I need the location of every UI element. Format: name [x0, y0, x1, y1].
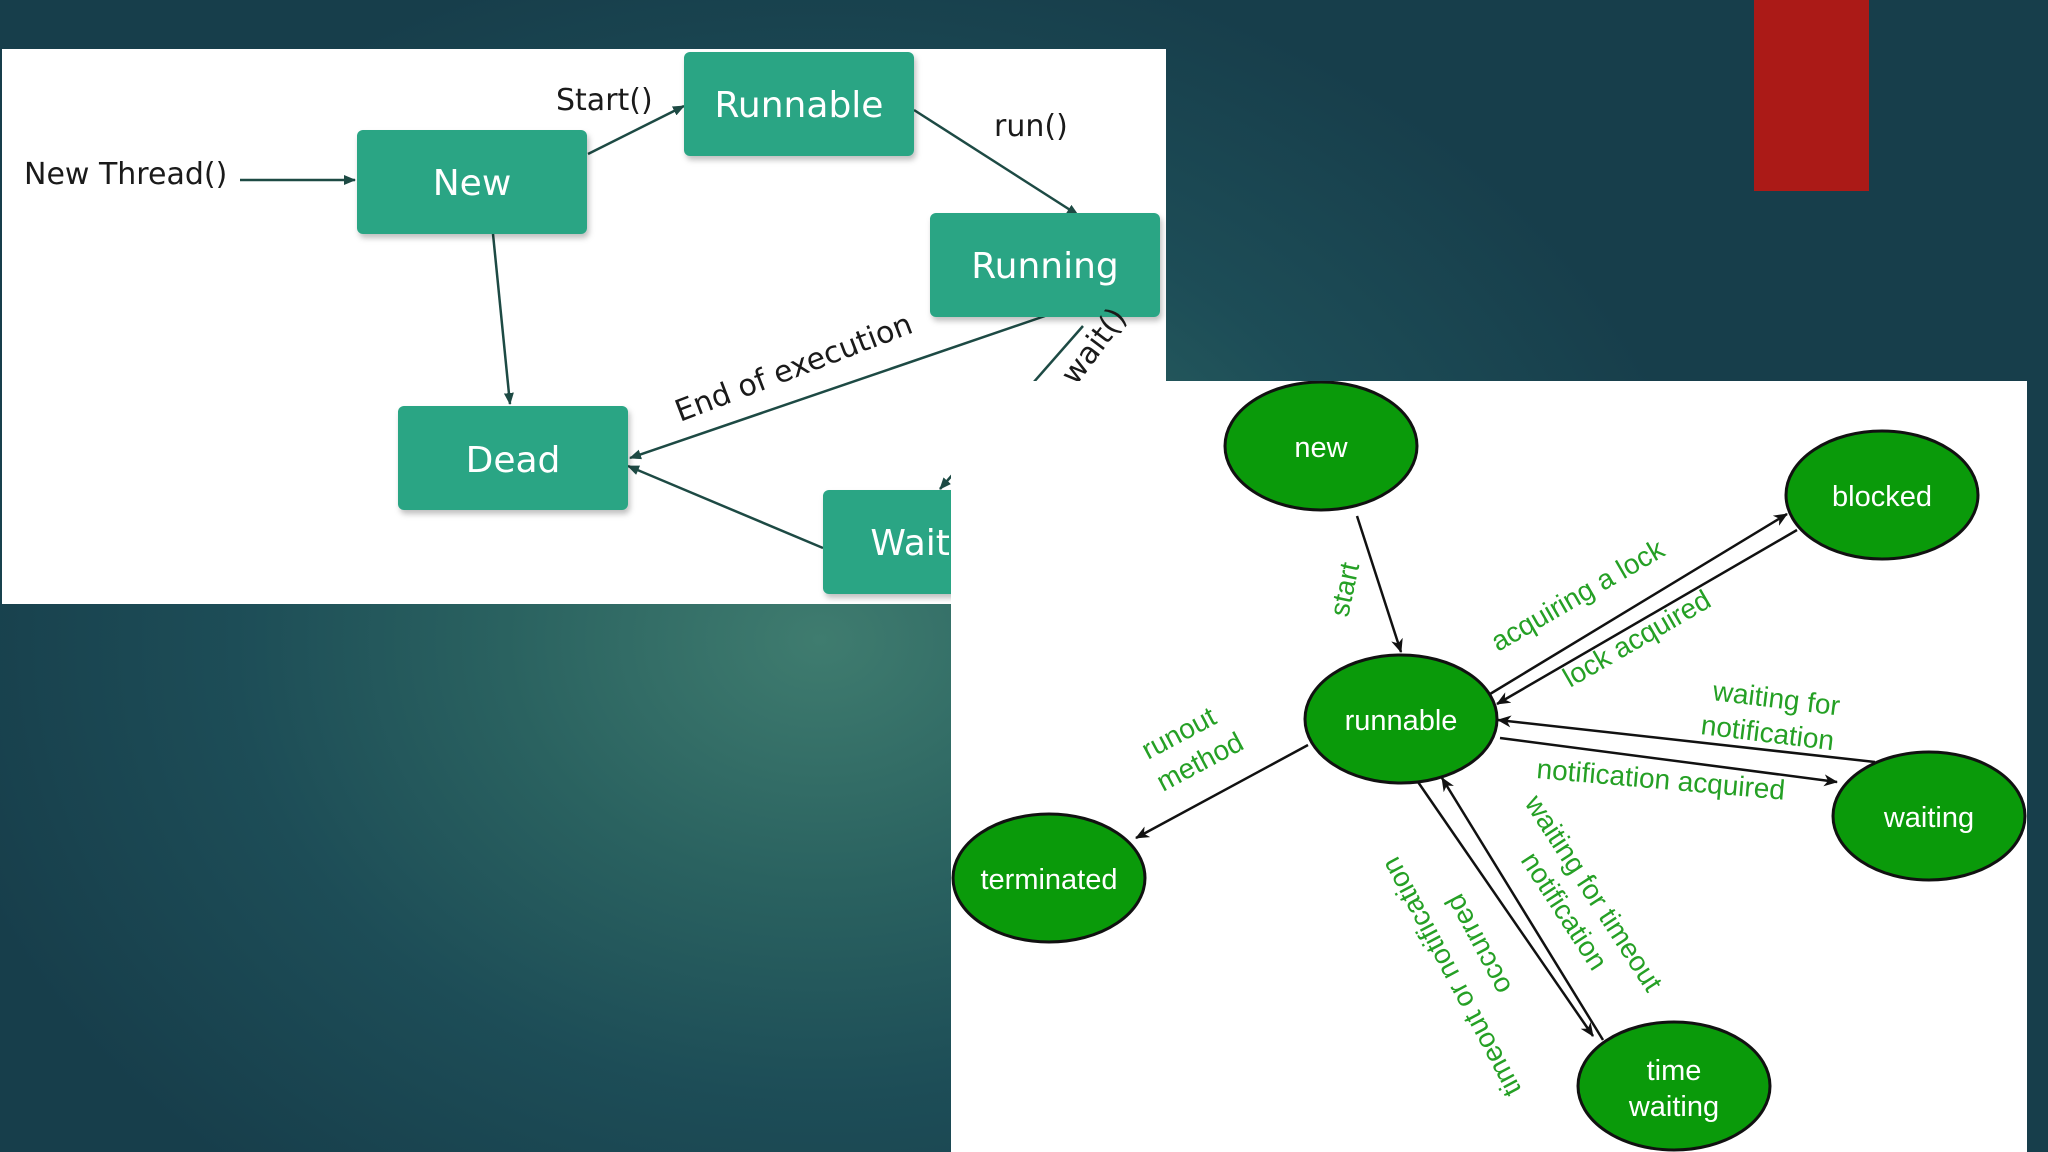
node-time-waiting-label-2: waiting	[1628, 1091, 1719, 1123]
label-start-r: start	[1324, 559, 1366, 619]
node-blocked: blocked	[1784, 429, 1980, 561]
node-terminated-label: terminated	[980, 864, 1117, 896]
thread-states-graph: new blocked runnable waiting terminated …	[951, 381, 2027, 1152]
edge-waiting-to-dead	[627, 464, 824, 550]
label-notification-acquired: notification acquired	[1535, 753, 1786, 806]
node-runnable: runnable	[1303, 653, 1499, 785]
red-accent-bar	[1754, 0, 1869, 191]
node-terminated: terminated	[951, 812, 1147, 944]
state-dead-label: Dead	[466, 440, 561, 481]
node-new-label: new	[1294, 432, 1348, 464]
edge-waiting-for-notification	[1497, 715, 1876, 764]
right-diagram-edges	[1135, 512, 1876, 1041]
edge-end-of-execution	[629, 314, 1046, 460]
thread-states-graph-panel: new blocked runnable waiting terminated …	[951, 381, 2027, 1152]
label-new-thread: New Thread()	[24, 157, 227, 192]
edge-notification-acquired	[1499, 736, 1838, 787]
edge-lock-acquired	[1496, 528, 1798, 706]
edge-start	[587, 104, 685, 156]
state-runnable-label: Runnable	[715, 85, 884, 126]
edge-acquiring-lock	[1489, 512, 1788, 696]
state-dead: Dead	[398, 406, 628, 510]
edge-waiting-for-timeout	[1416, 781, 1595, 1037]
edge-runout	[1135, 743, 1309, 840]
state-running: Running	[930, 213, 1160, 317]
state-running-label: Running	[971, 246, 1119, 287]
state-new: New	[357, 130, 587, 234]
state-runnable: Runnable	[684, 52, 914, 156]
state-new-label: New	[433, 163, 512, 204]
edge-start-r	[1355, 515, 1403, 653]
label-run: run()	[994, 109, 1068, 144]
label-start: Start()	[556, 83, 653, 118]
node-new: new	[1223, 381, 1419, 512]
node-time-waiting: time waiting	[1576, 1020, 1772, 1152]
label-end-of-execution: End of execution	[670, 307, 917, 430]
node-time-waiting-label-1: time	[1647, 1055, 1702, 1087]
node-runnable-label: runnable	[1345, 705, 1458, 737]
node-waiting: waiting	[1831, 750, 2027, 882]
edge-timeout-occurred	[1440, 777, 1605, 1041]
edge-run	[913, 108, 1079, 217]
node-blocked-label: blocked	[1832, 481, 1932, 513]
edge-new-to-dead	[491, 233, 514, 405]
node-waiting-label: waiting	[1883, 802, 1974, 834]
